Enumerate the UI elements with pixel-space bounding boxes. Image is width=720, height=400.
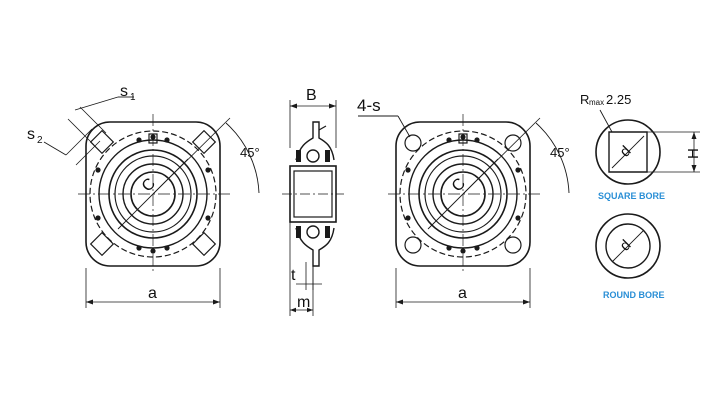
s2-leader <box>43 141 67 156</box>
left-angle-arc <box>225 122 260 194</box>
left-mount-hole-tl <box>89 129 115 155</box>
right-rivets <box>405 134 521 254</box>
label-B: B <box>306 87 317 104</box>
label-d-square: d <box>617 143 635 161</box>
label-t: t <box>291 267 296 284</box>
side-flange-top <box>295 121 335 161</box>
label-round-bore: ROUND BORE <box>603 290 665 300</box>
right-a-arrow-l <box>396 299 403 305</box>
label-s2-sub: 2 <box>37 135 43 146</box>
right-mount-hole-bl <box>404 236 422 254</box>
m-arrow-l <box>290 307 296 313</box>
side-grease-tip <box>318 125 327 131</box>
label-m: m <box>297 294 310 311</box>
left-a-arrow-l <box>86 299 93 305</box>
s2-ext-line-b <box>75 140 101 166</box>
label-c-left: C <box>139 175 159 195</box>
left-housing-front-view <box>43 96 260 308</box>
rmax-leader <box>599 109 613 133</box>
s1-ext-line-b <box>79 106 107 134</box>
side-section-view <box>282 100 344 316</box>
round-bore-inner <box>605 223 651 269</box>
right-bolt-circle <box>399 130 527 258</box>
label-d-round: d <box>617 237 635 255</box>
left-a-arrow-r <box>213 299 220 305</box>
side-ball-top <box>306 149 320 163</box>
left-bolt-circle <box>89 130 217 258</box>
s1-leader <box>74 96 119 111</box>
four-s-leader <box>397 115 411 138</box>
right-mount-hole-br <box>504 236 522 254</box>
right-mount-hole-tr <box>504 134 522 152</box>
left-mount-hole-br <box>191 231 217 257</box>
label-a-left: a <box>148 285 157 302</box>
H-arrow-bottom <box>691 165 697 172</box>
label-s1: s <box>120 83 128 100</box>
label-rmax-val: 2.25 <box>606 92 631 107</box>
left-mount-hole-bl <box>89 231 115 257</box>
label-s2: s <box>27 126 35 143</box>
label-angle-left: 45° <box>240 145 260 160</box>
label-angle-right: 45° <box>550 145 570 160</box>
label-a-right: a <box>458 285 467 302</box>
right-angle-ray <box>462 117 541 195</box>
s1-ext-line-a <box>67 118 95 146</box>
label-rmax-R: R <box>580 92 589 107</box>
B-arrow-l <box>290 103 297 109</box>
label-rmax-sub: max <box>589 98 604 107</box>
label-H: H <box>685 148 702 159</box>
side-seals <box>296 150 330 238</box>
s2-ext-line-a <box>65 128 93 156</box>
square-bore-diag <box>611 135 645 169</box>
side-flange-bottom <box>295 227 335 267</box>
label-c-right: C <box>449 175 469 195</box>
round-bore-detail <box>595 213 661 279</box>
B-arrow-r <box>329 103 336 109</box>
m-arrow-r <box>307 307 313 313</box>
H-arrow-top <box>691 132 697 139</box>
left-mount-hole-tr <box>191 129 217 155</box>
labels: s 1 s 2 45° C a B t m 4-s 45° C a R max … <box>27 83 702 311</box>
label-four-s: 4-s <box>357 96 381 115</box>
side-ball-bottom <box>306 225 320 239</box>
left-angle-ray <box>152 117 231 195</box>
label-square-bore: SQUARE BORE <box>598 191 665 201</box>
right-a-arrow-r <box>523 299 530 305</box>
right-mount-hole-tl <box>404 134 422 152</box>
right-angle-arc <box>535 122 570 194</box>
round-bore-outer <box>595 213 661 279</box>
square-bore-detail <box>595 109 700 185</box>
round-bore-diag <box>611 229 645 263</box>
right-housing-front-view <box>358 114 570 308</box>
label-s1-sub: 1 <box>130 92 136 103</box>
square-bore-outer <box>595 119 661 185</box>
